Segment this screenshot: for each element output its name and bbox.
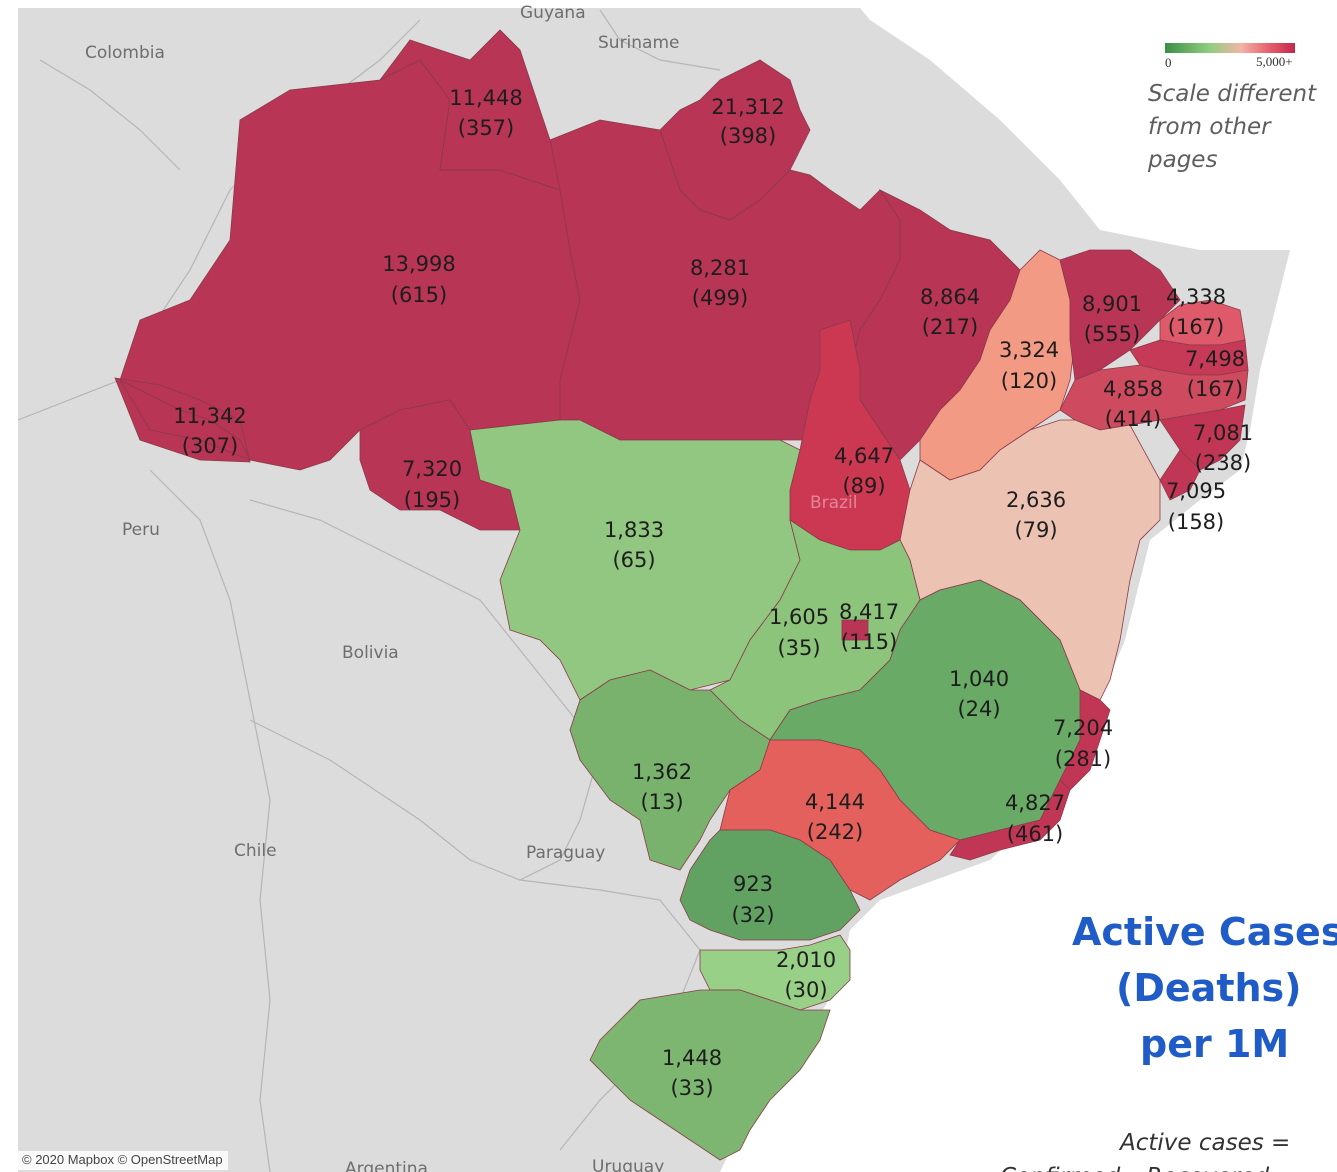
country-label-colombia: Colombia xyxy=(85,43,165,63)
state-cases-ap: 21,312 xyxy=(711,95,784,119)
state-deaths-pr: (32) xyxy=(731,903,774,927)
state-cases-sp: 4,144 xyxy=(805,790,865,814)
state-cases-rj: 4,827 xyxy=(1005,791,1065,815)
state-deaths-se: (158) xyxy=(1168,510,1224,534)
state-cases-rr: 11,448 xyxy=(449,86,522,110)
legend-gradient-bar xyxy=(1165,43,1295,53)
state-deaths-pb: (167) xyxy=(1187,377,1243,401)
country-label-bolivia: Bolivia xyxy=(342,643,399,663)
state-cases-se: 7,095 xyxy=(1166,479,1226,503)
footnote: Active cases = Confirmed – Recovered – xyxy=(1000,1126,1337,1172)
state-deaths-pi: (120) xyxy=(1001,369,1057,393)
state-deaths-al: (238) xyxy=(1195,451,1251,475)
state-cases-ce: 8,901 xyxy=(1082,292,1142,316)
map-title-line-2: (Deaths) xyxy=(1116,966,1302,1010)
state-deaths-df: (115) xyxy=(841,630,897,654)
state-se[interactable] xyxy=(1159,449,1201,501)
map-title-line-3: per 1M xyxy=(1140,1022,1290,1066)
state-cases-al: 7,081 xyxy=(1193,421,1253,445)
basemap-label-brazil: Brazil xyxy=(810,493,857,513)
state-deaths-rn: (167) xyxy=(1168,315,1224,339)
state-ce[interactable] xyxy=(1059,249,1181,381)
state-deaths-rj: (461) xyxy=(1007,822,1063,846)
country-label-peru: Peru xyxy=(122,520,160,540)
state-deaths-am: (615) xyxy=(391,283,447,307)
state-cases-mg: 1,040 xyxy=(949,667,1009,691)
legend-note: Scale different from other pages xyxy=(1148,78,1337,177)
state-cases-pb: 7,498 xyxy=(1185,347,1245,371)
state-deaths-mg: (24) xyxy=(957,697,1000,721)
state-deaths-rs: (33) xyxy=(670,1076,713,1100)
state-deaths-ms: (13) xyxy=(640,790,683,814)
state-cases-pi: 3,324 xyxy=(999,338,1059,362)
state-deaths-mt: (65) xyxy=(612,548,655,572)
state-df[interactable] xyxy=(841,619,869,641)
legend-note-line-2: from other pages xyxy=(1148,114,1271,173)
country-label-chile: Chile xyxy=(234,841,277,861)
state-deaths-sp: (242) xyxy=(807,820,863,844)
state-cases-pr: 923 xyxy=(733,872,773,896)
state-regions xyxy=(114,29,1249,1161)
state-deaths-pe: (414) xyxy=(1105,407,1161,431)
footnote-line-2: Confirmed – Recovered – xyxy=(1000,1160,1337,1172)
state-deaths-sc: (30) xyxy=(784,978,827,1002)
state-cases-df: 8,417 xyxy=(839,600,899,624)
legend-min-label: 0 xyxy=(1165,55,1172,70)
legend-note-line-1: Scale different xyxy=(1148,81,1317,107)
ocean-area xyxy=(720,250,1337,1172)
state-rr[interactable] xyxy=(379,29,561,191)
country-label-guyana: Guyana xyxy=(520,3,586,23)
legend-max-label: 5,000+ xyxy=(1256,54,1293,69)
state-cases-go: 1,605 xyxy=(769,605,829,629)
state-deaths-go: (35) xyxy=(777,636,820,660)
state-cases-rn: 4,338 xyxy=(1166,285,1226,309)
state-deaths-to: (89) xyxy=(842,474,885,498)
state-cases-ac: 11,342 xyxy=(173,404,246,428)
state-cases-am: 13,998 xyxy=(382,252,455,276)
state-cases-to: 4,647 xyxy=(834,444,894,468)
state-cases-ma: 8,864 xyxy=(920,285,980,309)
state-cases-ro: 7,320 xyxy=(402,457,462,481)
state-cases-ba: 2,636 xyxy=(1006,488,1066,512)
country-label-paraguay: Paraguay xyxy=(526,843,605,863)
state-deaths-ro: (195) xyxy=(404,488,460,512)
state-rj[interactable] xyxy=(949,779,1071,861)
country-label-suriname: Suriname xyxy=(598,33,680,53)
state-cases-es: 7,204 xyxy=(1053,716,1113,740)
state-pr[interactable] xyxy=(679,829,861,941)
state-deaths-ma: (217) xyxy=(922,315,978,339)
state-cases-mt: 1,833 xyxy=(604,518,664,542)
state-cases-pe: 4,858 xyxy=(1103,377,1163,401)
state-es[interactable] xyxy=(1059,689,1111,791)
state-cases-rs: 1,448 xyxy=(662,1046,722,1070)
state-cases-sc: 2,010 xyxy=(776,948,836,972)
state-deaths-ap: (398) xyxy=(720,124,776,148)
map-title-line-1: Active Cases xyxy=(1072,910,1337,954)
state-rs[interactable] xyxy=(589,989,831,1161)
state-deaths-ac: (307) xyxy=(182,434,238,458)
state-deaths-rr: (357) xyxy=(458,116,514,140)
state-deaths-ba: (79) xyxy=(1014,518,1057,542)
country-label-uruguay: Uruguay xyxy=(592,1157,664,1172)
state-deaths-es: (281) xyxy=(1055,747,1111,771)
ocean-north xyxy=(860,8,1337,250)
basemap-borders xyxy=(17,9,721,1172)
state-labels: 11,448 (357) 21,312 (398) 13,998 (615) 8… xyxy=(173,86,1253,1100)
footnote-line-1: Active cases = xyxy=(1120,1130,1291,1156)
map-attribution[interactable]: © 2020 Mapbox © OpenStreetMap xyxy=(18,1151,228,1170)
state-deaths-ce: (555) xyxy=(1084,322,1140,346)
state-ac[interactable] xyxy=(114,377,251,463)
state-cases-pa: 8,281 xyxy=(690,256,750,280)
state-cases-ms: 1,362 xyxy=(632,760,692,784)
country-label-argentina: Argentina xyxy=(345,1159,428,1172)
state-deaths-pa: (499) xyxy=(692,286,748,310)
